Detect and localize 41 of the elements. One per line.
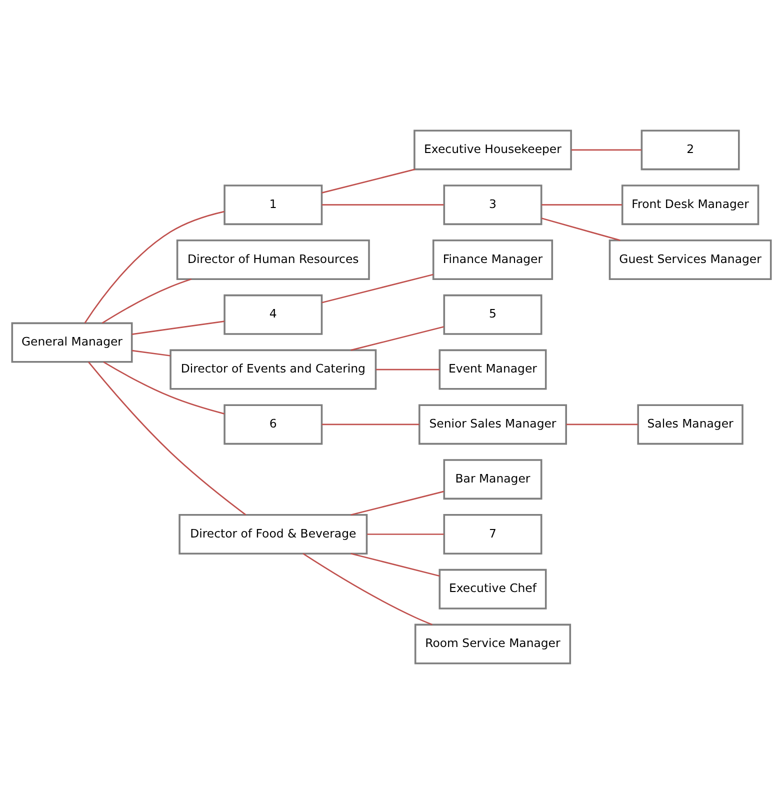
node-box: Executive Housekeeper	[414, 130, 572, 170]
node-box: Executive Chef	[438, 568, 547, 610]
connector	[132, 320, 225, 335]
node-box: Room Service Manager	[414, 624, 572, 664]
node-box: Director of Food & Beverage	[178, 514, 368, 554]
connector	[322, 274, 434, 304]
node-box: 1	[224, 184, 323, 226]
node-box: 6	[224, 404, 323, 445]
node-box: Sales Manager	[637, 404, 744, 445]
node-box: Front Desk Manager	[621, 184, 760, 226]
node-box: Finance Manager	[432, 240, 554, 280]
node-box: 3	[443, 184, 542, 226]
connector	[132, 350, 170, 356]
node-box: 2	[640, 130, 740, 170]
connector	[322, 424, 420, 426]
node-box: Senior Sales Manager	[418, 404, 567, 445]
connector	[302, 553, 432, 626]
node-box: 4	[224, 294, 323, 335]
connector	[566, 424, 638, 426]
connector	[542, 204, 622, 206]
connector	[102, 278, 192, 324]
connector	[88, 362, 246, 516]
connector	[322, 168, 416, 194]
connector	[322, 204, 444, 206]
node-box: 5	[443, 294, 542, 335]
node-box: Event Manager	[438, 349, 547, 390]
connector	[571, 149, 642, 151]
connector	[350, 490, 444, 516]
node-box: Bar Manager	[443, 459, 542, 500]
connector	[350, 326, 444, 351]
node-box: General Manager	[11, 322, 133, 363]
node-box: Guest Services Manager	[608, 240, 772, 280]
connector	[103, 361, 225, 414]
connector	[367, 534, 444, 535]
node-box: Director of Events and Catering	[170, 349, 377, 390]
connector	[350, 552, 440, 577]
connector	[84, 210, 225, 324]
node-box: Director of Human Resources	[176, 240, 370, 280]
connector	[541, 218, 620, 241]
node-box: 7	[443, 514, 542, 554]
connector	[376, 368, 440, 370]
